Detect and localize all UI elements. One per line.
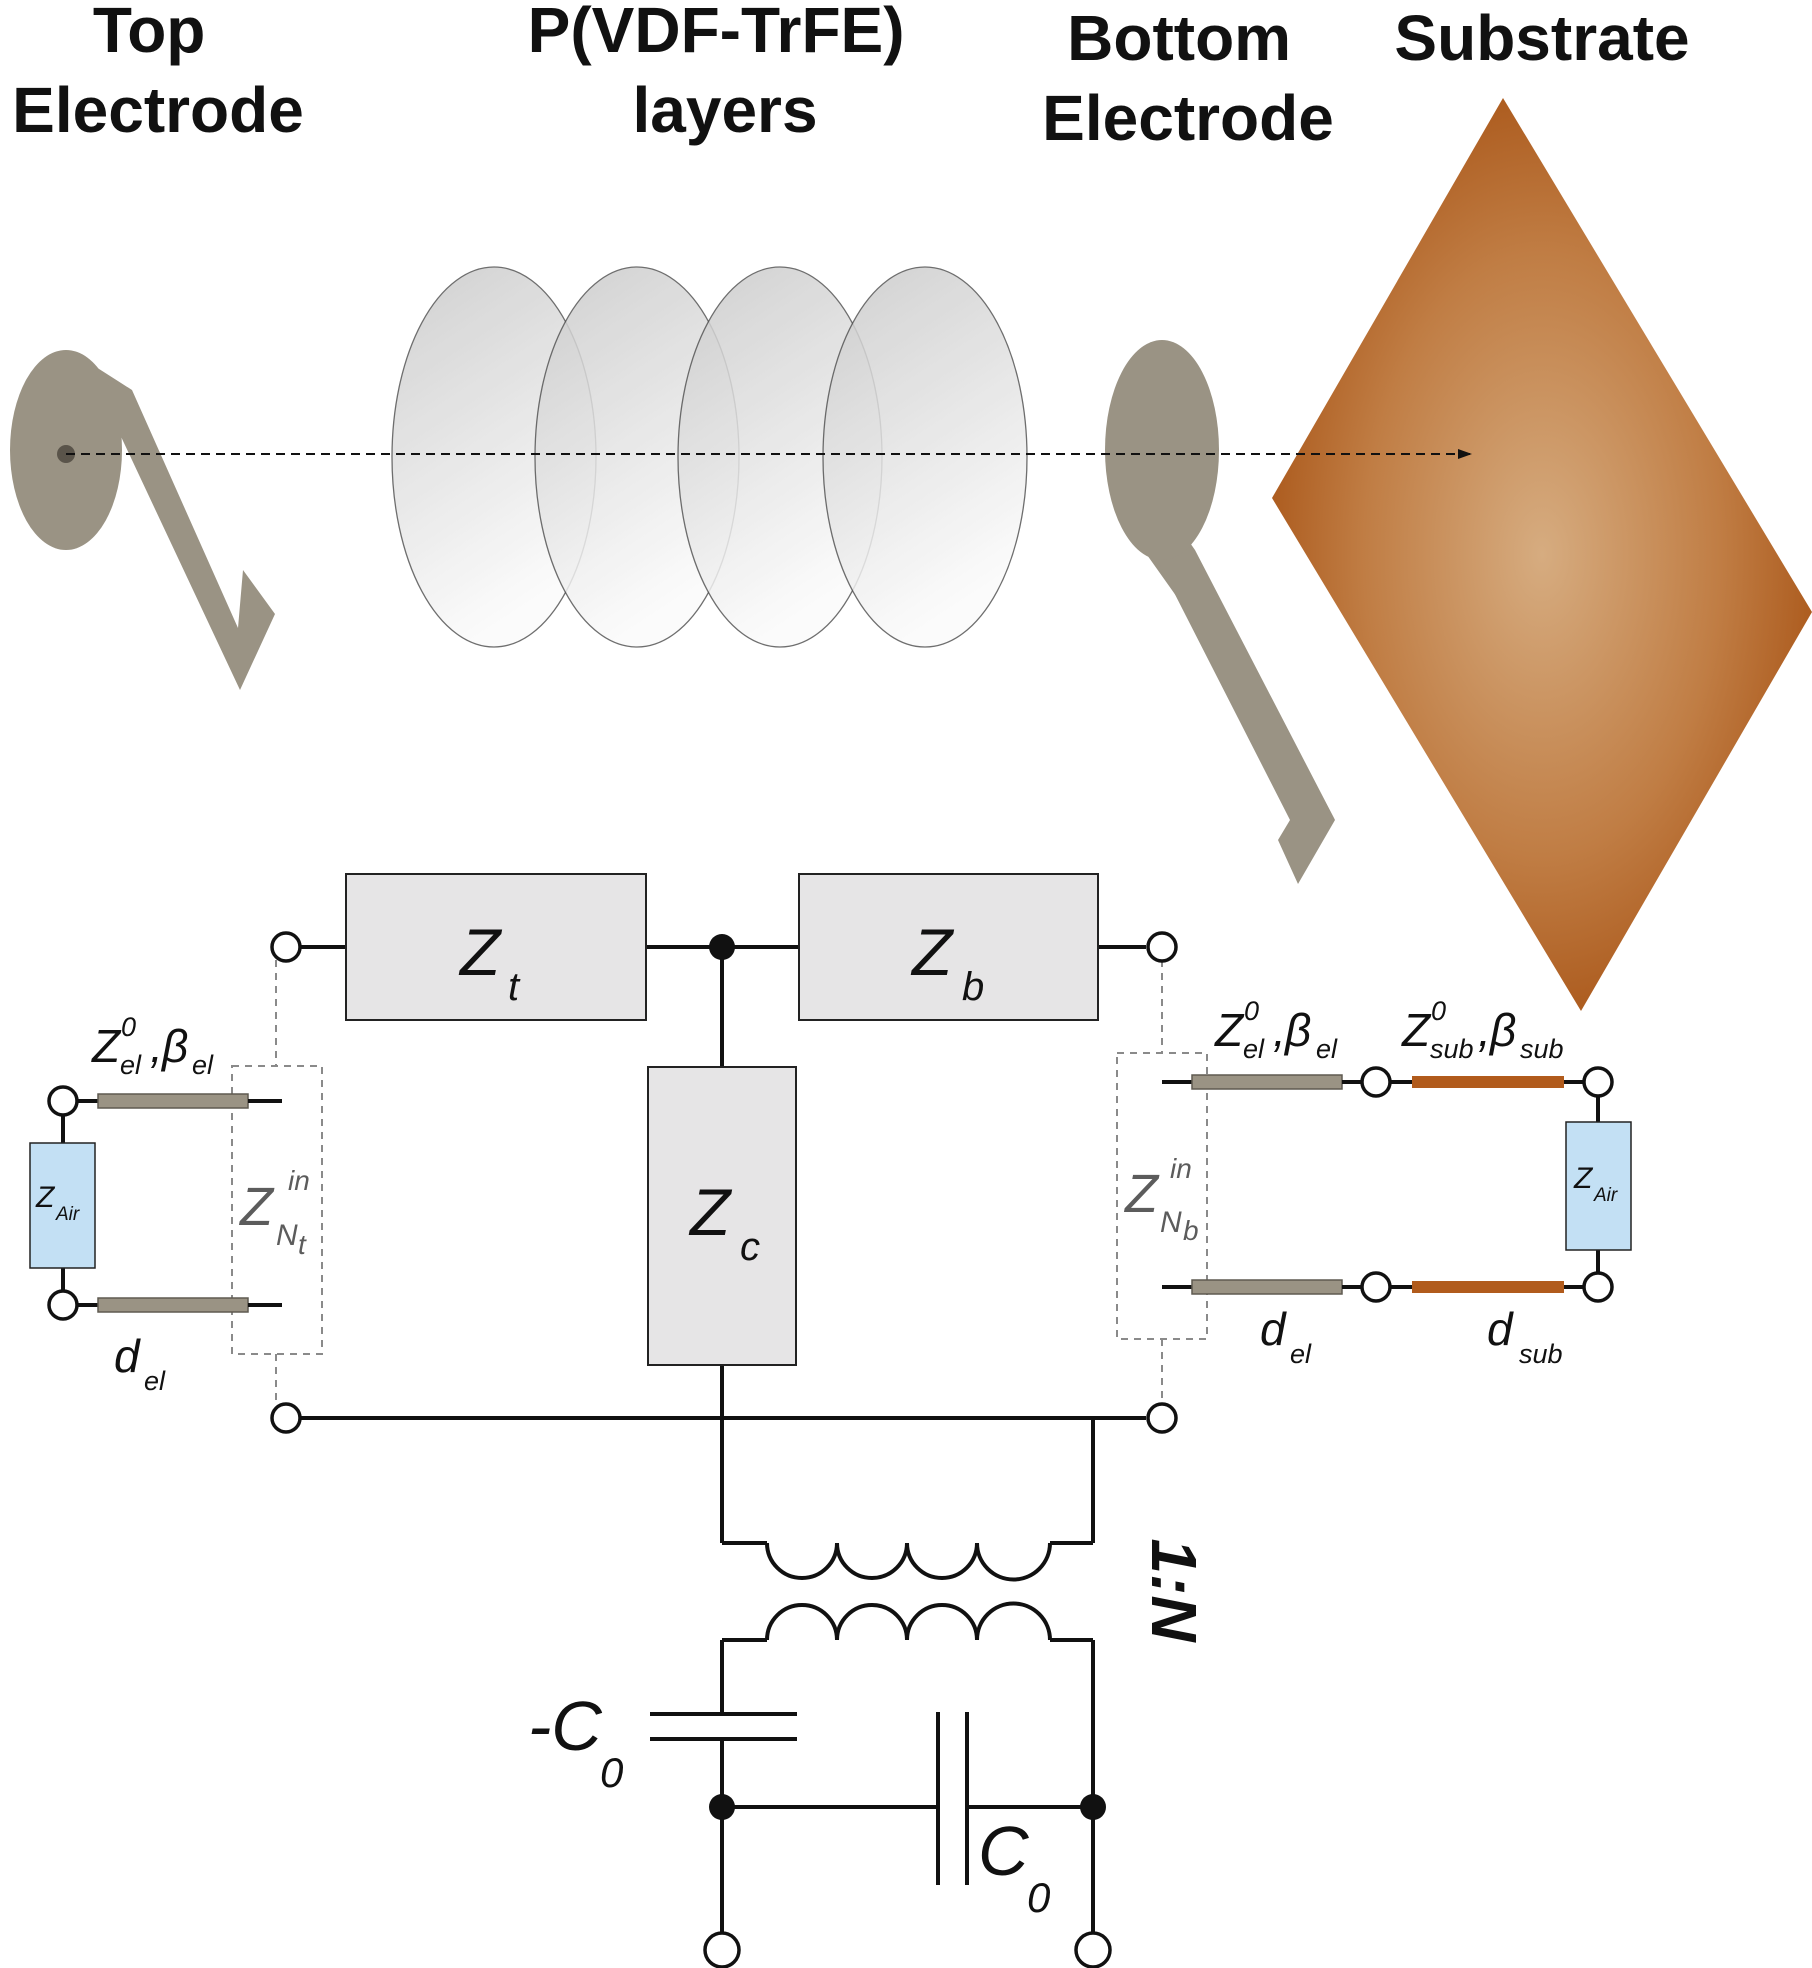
zin-bottom-label-sub: N: [1160, 1206, 1182, 1239]
zin-top-label-sup: in: [288, 1165, 310, 1196]
top-line-d: d: [114, 1330, 141, 1382]
sub-line-z-sub: sub: [1430, 1034, 1474, 1064]
z-air-left-sub: Air: [55, 1204, 80, 1225]
top-electrode-line: Z Air Z 0 el , β el d el: [29, 1012, 282, 1396]
c0-capacitor: [936, 1712, 969, 1885]
bottom-line-z: Z: [1214, 1004, 1245, 1056]
terminal: [1074, 1931, 1112, 1968]
zin-top-label-sub: N: [276, 1219, 298, 1252]
sub-line-beta-sub: sub: [1520, 1034, 1564, 1064]
z-air-right-main: Z: [1573, 1162, 1594, 1195]
zin-bottom-box: Z in N b: [1116, 960, 1208, 1405]
circuit-wires: [298, 945, 1146, 1947]
zc-box: Z c: [647, 1066, 797, 1366]
header-substrate: Substrate: [1394, 2, 1689, 74]
bottom-line-comma: ,: [1273, 1004, 1286, 1056]
z-air-left-box: [29, 1142, 96, 1269]
substrate-diamond: [1272, 98, 1812, 1011]
transformer-ratio-label: 1:N: [1138, 1538, 1210, 1643]
terminal: [270, 931, 302, 963]
sub-line-comma: ,: [1478, 1004, 1491, 1056]
zin-top-label-subsub: t: [298, 1229, 307, 1260]
sub-line-beta: β: [1488, 1004, 1516, 1056]
terminal: [1582, 1271, 1614, 1303]
bottom-line-z-sup: 0: [1244, 996, 1259, 1026]
bottom-electrode-shape: [1105, 340, 1335, 884]
terminal: [47, 1085, 79, 1117]
top-line-d-sub: el: [144, 1366, 166, 1396]
sub-line-z: Z: [1401, 1004, 1432, 1056]
top-line-z-sub: el: [120, 1050, 142, 1080]
header-top-electrode: Top Electrode: [12, 0, 304, 146]
junction-node: [1080, 1794, 1106, 1820]
terminal: [47, 1289, 79, 1321]
bottom-line-beta-sub: el: [1316, 1034, 1338, 1064]
top-line-beta: β: [160, 1020, 188, 1072]
sub-line-d-sub: sub: [1519, 1339, 1563, 1369]
bottom-line-z-sub: el: [1243, 1034, 1265, 1064]
neg-c0-capacitor: [650, 1712, 797, 1741]
terminal: [703, 1931, 741, 1968]
sub-line-d: d: [1487, 1303, 1514, 1355]
zt-label-main: Z: [458, 915, 503, 989]
z-air-right-box: [1565, 1121, 1632, 1251]
top-electrode-shape: [10, 350, 275, 690]
bottom-electrode-line: Z 0 el , β el d el: [1162, 996, 1376, 1369]
zin-bottom-label-main: Z: [1123, 1164, 1160, 1224]
substrate-line: Z Air Z 0 sub , β sub d sub: [1376, 996, 1632, 1369]
zt-label-sub: t: [508, 965, 521, 1009]
zt-box: Z t: [345, 873, 647, 1021]
c0-label-sub: 0: [1027, 1874, 1051, 1921]
bottom-line-d-sub: el: [1290, 1339, 1312, 1369]
top-line-comma: ,: [150, 1020, 163, 1072]
header-layers: P(VDF-TrFE) layers: [528, 0, 923, 146]
top-line-z-sup: 0: [121, 1012, 136, 1042]
terminal: [1360, 1066, 1392, 1098]
bottom-line-beta: β: [1283, 1004, 1311, 1056]
terminal: [1360, 1271, 1392, 1303]
zin-top-box: Z in N t: [231, 960, 323, 1405]
c0-label-main: C: [978, 1812, 1029, 1890]
zb-label-sub: b: [962, 965, 984, 1009]
zb-box: Z b: [798, 873, 1099, 1021]
top-line-beta-sub: el: [192, 1050, 214, 1080]
header-bottom-electrode: Bottom Electrode: [1042, 2, 1334, 154]
terminal: [1582, 1066, 1614, 1098]
neg-c0-label-sub: 0: [600, 1749, 624, 1796]
junction-node: [709, 1794, 735, 1820]
zin-bottom-label-sup: in: [1170, 1153, 1192, 1184]
terminal: [270, 1402, 302, 1434]
z-air-right-sub: Air: [1593, 1185, 1618, 1206]
layer-disk: [822, 266, 1028, 648]
sub-line-z-sup: 0: [1431, 996, 1446, 1026]
transformer-primary-coil: [765, 1542, 1052, 1582]
circuit-terminals: [47, 931, 1614, 1968]
z-air-left-main: Z: [35, 1181, 56, 1214]
neg-c0-label-main: -C: [528, 1687, 602, 1765]
top-line-z: Z: [91, 1020, 122, 1072]
zin-bottom-label-subsub: b: [1183, 1215, 1199, 1246]
bottom-line-d: d: [1260, 1303, 1287, 1355]
terminal: [1146, 931, 1178, 963]
zin-top-label-main: Z: [238, 1177, 275, 1237]
layers-stack: [391, 266, 1028, 648]
zb-label-main: Z: [910, 915, 955, 989]
transformer-secondary-coil: [765, 1601, 1052, 1641]
zc-label-main: Z: [688, 1175, 733, 1249]
terminal: [1146, 1402, 1178, 1434]
junction-node: [709, 934, 735, 960]
zc-label-sub: c: [740, 1225, 760, 1269]
